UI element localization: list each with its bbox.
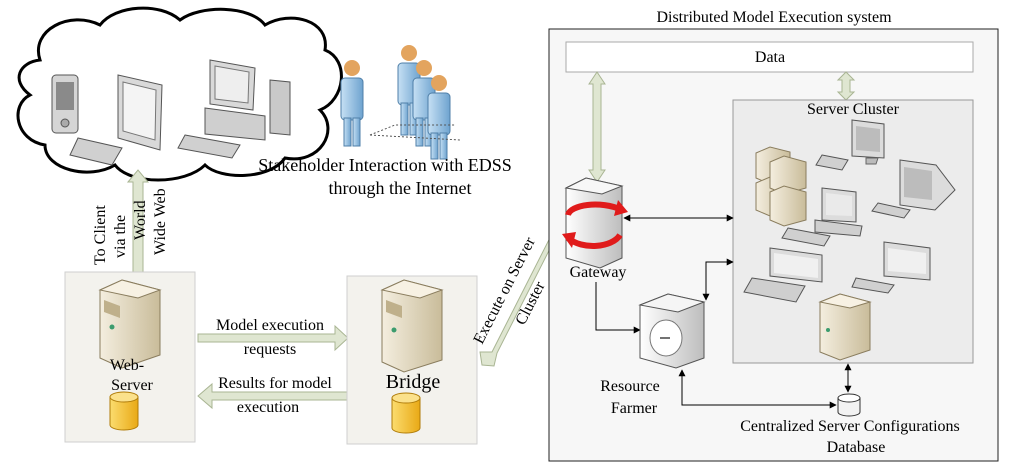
webserver-label-line1: Web- (110, 357, 144, 374)
cluster-laptop-icon (743, 247, 823, 303)
refresh-arrows-icon (562, 200, 628, 249)
model-requests-line2: requests (244, 341, 296, 358)
bridge-server-tower-icon (380, 279, 444, 373)
farmer-cluster-connector (702, 258, 734, 301)
to-client-label: To Client via the World Wide Web (92, 188, 169, 265)
database-label-line1: Centralized Server Configurations (740, 418, 960, 435)
pda-icon (51, 74, 79, 134)
stakeholder-label-line2: through the Internet (329, 178, 472, 198)
resource-farmer-icon (638, 293, 706, 369)
database-label-line2: Database (827, 439, 886, 456)
resource-farmer-line1: Resource (600, 378, 660, 395)
webserver-label-line2: Server (111, 377, 153, 394)
cluster-workstation-icon (781, 187, 863, 247)
farmer-database-connector (678, 369, 837, 409)
cluster-crt-monitor-icon (871, 159, 956, 219)
data-bar (565, 41, 974, 73)
to-client-line4: Wide Web (152, 188, 169, 255)
workstation-icon (177, 59, 291, 159)
webserver-database-icon (109, 391, 139, 431)
gateway-device-icon (562, 177, 628, 269)
requests-arrow (197, 324, 349, 352)
internet-cloud (16, 6, 343, 182)
stakeholder-label-line1: Stakeholder Interaction with EDSS (258, 155, 511, 175)
server-stack-icon (755, 146, 807, 227)
to-client-line3: World (132, 200, 149, 240)
gateway-label: Gateway (570, 264, 627, 281)
stakeholder-people-icon (340, 45, 461, 160)
results-arrow (197, 382, 349, 410)
resource-farmer-line2: Farmer (611, 400, 658, 417)
model-requests-line1: Model execution (216, 317, 324, 334)
cluster-small-monitor-icon (851, 241, 931, 294)
system-title: Distributed Model Execution system (656, 9, 892, 26)
data-label: Data (755, 49, 785, 66)
cluster-tower-server-icon (818, 293, 872, 361)
webserver-tower-icon (98, 279, 162, 369)
to-client-line1: To Client (92, 205, 109, 265)
data-cluster-arrow (836, 71, 856, 101)
bridge-database-icon (391, 392, 421, 434)
results-line2: execution (237, 399, 299, 416)
desktop-computer-icon (69, 74, 163, 166)
centralized-database-icon (837, 393, 861, 417)
to-client-line2: via the (112, 215, 129, 258)
bridge-label: Bridge (386, 371, 441, 393)
results-line1: Results for model (218, 375, 332, 392)
cluster-computers-icons (743, 119, 956, 361)
cluster-monitor-icon (815, 119, 885, 171)
gateway-farmer-connector (595, 282, 641, 334)
server-cluster-label: Server Cluster (807, 101, 900, 118)
data-gateway-arrow (588, 71, 606, 183)
